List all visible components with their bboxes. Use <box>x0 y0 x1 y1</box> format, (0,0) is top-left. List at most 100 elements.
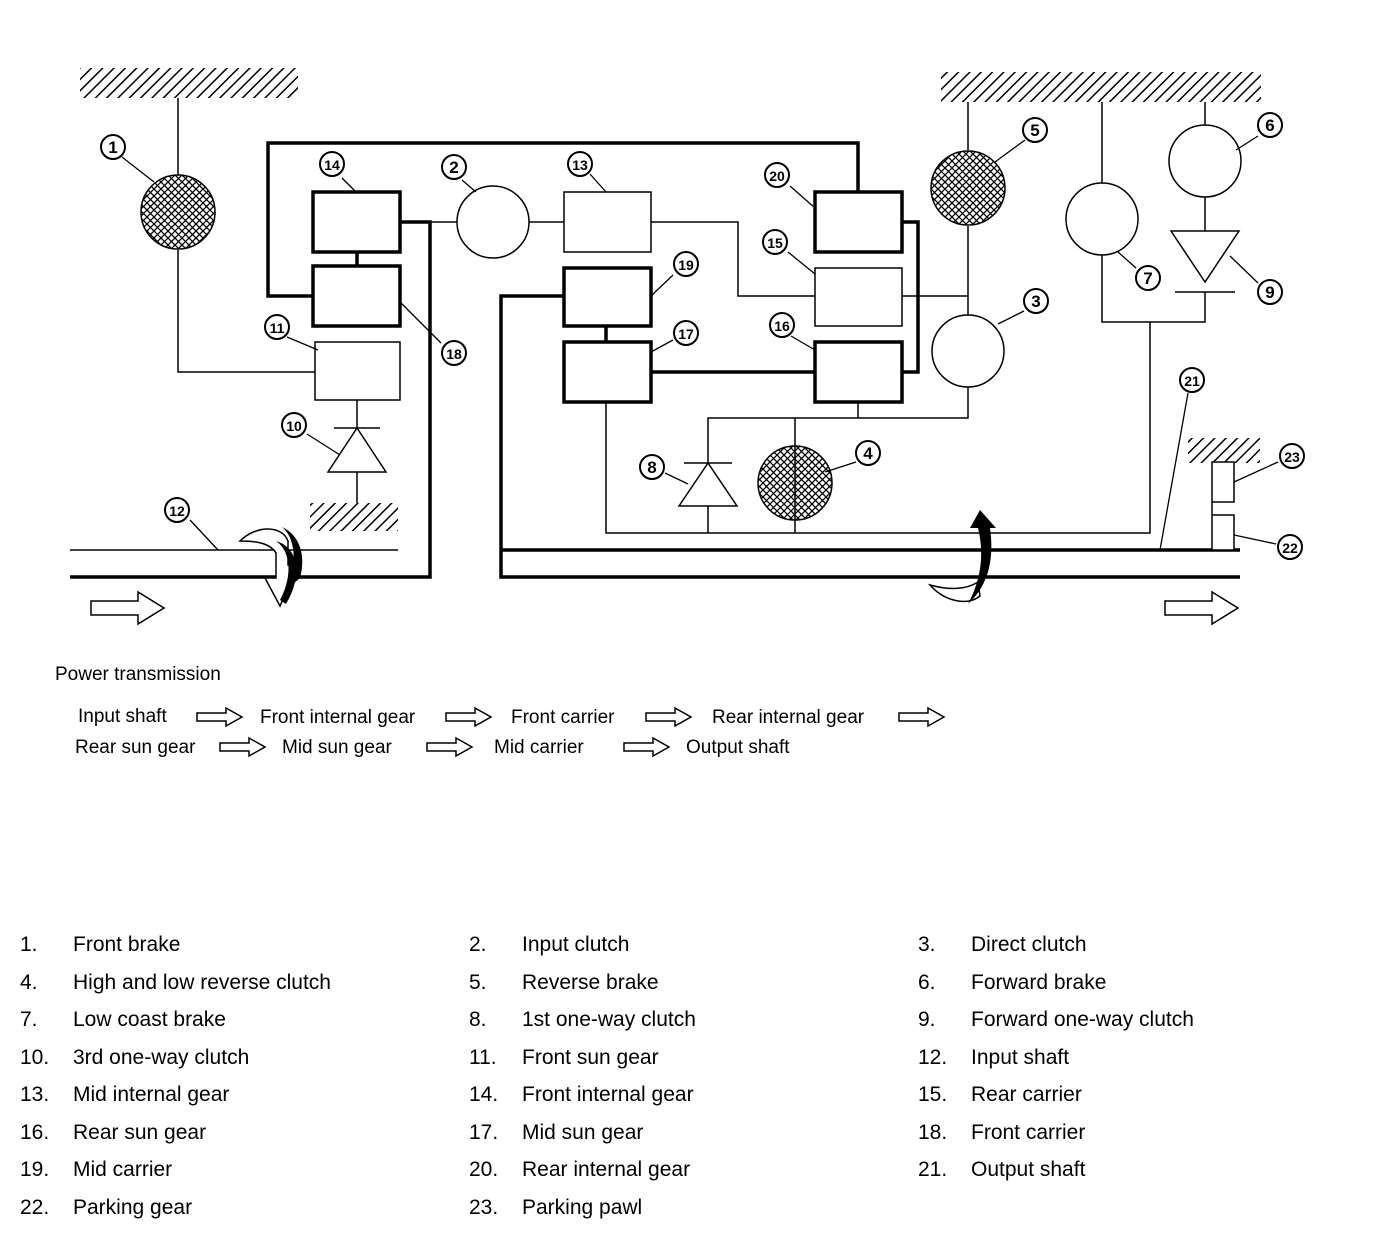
legend-number: 22. <box>20 1195 50 1219</box>
legend-label: High and low reverse clutch <box>73 970 331 994</box>
callout-14: 14 <box>319 151 345 177</box>
flow-step: Mid sun gear <box>282 737 392 758</box>
flow-step: Front carrier <box>511 707 615 728</box>
direct-clutch <box>931 314 1005 388</box>
legend-label: Forward brake <box>971 970 1107 994</box>
legend-label: Rear sun gear <box>73 1120 207 1144</box>
parking-gear <box>1211 514 1235 551</box>
legend-number: 11. <box>469 1045 497 1069</box>
svg-text:2: 2 <box>449 158 458 177</box>
legend-label: 3rd one-way clutch <box>73 1045 250 1069</box>
legend-number: 17. <box>469 1120 499 1144</box>
svg-text:7: 7 <box>1143 269 1152 288</box>
parking-pawl <box>1211 461 1235 503</box>
svg-text:17: 17 <box>678 326 694 342</box>
front-carrier <box>311 264 402 328</box>
legend-label: Parking gear <box>73 1195 193 1219</box>
output-flow-arrow <box>1164 590 1240 626</box>
legend-number: 5. <box>469 970 487 994</box>
svg-text:5: 5 <box>1030 121 1039 140</box>
legend-label: Input shaft <box>971 1045 1070 1069</box>
callout-5: 5 <box>1022 117 1048 143</box>
input-clutch <box>456 185 530 259</box>
callout-13: 13 <box>567 151 593 177</box>
legend-number: 3. <box>918 933 936 956</box>
legend-number: 4. <box>20 970 38 994</box>
low-coast-brake <box>1065 182 1139 256</box>
legend-label: Direct clutch <box>971 933 1087 956</box>
legend-number: 9. <box>918 1008 936 1031</box>
callout-17: 17 <box>673 320 699 346</box>
callout-16: 16 <box>769 312 795 338</box>
callout-15: 15 <box>762 229 788 255</box>
callout-3: 3 <box>1023 288 1049 314</box>
legend-label: Rear carrier <box>971 1083 1082 1106</box>
flow-arrow-icon <box>196 706 244 728</box>
legend-label: Mid sun gear <box>522 1120 644 1144</box>
callout-10: 10 <box>281 412 307 438</box>
svg-text:18: 18 <box>446 346 462 362</box>
legend-number: 10. <box>20 1045 50 1069</box>
flow-arrow-icon <box>219 736 267 758</box>
svg-text:12: 12 <box>169 503 185 519</box>
ground-hatch-front <box>80 68 298 98</box>
legend-number: 12. <box>918 1045 948 1069</box>
input-flow-arrow <box>90 590 166 626</box>
legend-number: 23. <box>469 1195 499 1219</box>
callout-6: 6 <box>1257 112 1283 138</box>
drum-lines <box>70 141 1240 579</box>
legend-label: Mid internal gear <box>73 1083 230 1106</box>
legend-label: Parking pawl <box>522 1195 643 1219</box>
legend-number: 20. <box>469 1158 499 1181</box>
legend-number: 13. <box>20 1083 50 1106</box>
legend-number: 21. <box>918 1158 948 1181</box>
rear-sun-gear <box>813 340 904 404</box>
callout-23: 23 <box>1279 443 1305 469</box>
mid-internal-gear <box>563 191 652 253</box>
svg-text:19: 19 <box>678 257 694 273</box>
flow-arrow-icon <box>426 736 474 758</box>
callout-21: 21 <box>1179 367 1205 393</box>
svg-text:21: 21 <box>1184 373 1200 389</box>
callout-4: 4 <box>855 440 881 466</box>
ground-hatch-parking <box>1188 438 1260 463</box>
legend-number: 1. <box>20 933 38 956</box>
leader-lines <box>121 135 1279 551</box>
callout-20: 20 <box>764 162 790 188</box>
svg-text:3: 3 <box>1031 292 1040 311</box>
svg-text:11: 11 <box>270 320 285 336</box>
rear-internal-gear <box>813 190 904 254</box>
legend-label: Front brake <box>73 933 181 956</box>
flow-arrow-icon <box>645 706 693 728</box>
legend-label: Front sun gear <box>522 1045 659 1069</box>
svg-text:6: 6 <box>1265 116 1274 135</box>
ground-hatch-low <box>310 503 398 531</box>
mid-carrier <box>562 266 653 328</box>
legend-label: Front internal gear <box>522 1083 694 1106</box>
legend-label: Output shaft <box>971 1158 1086 1181</box>
callout-11: 11 <box>264 314 290 340</box>
forward-brake <box>1168 124 1242 198</box>
legend-label: 1st one-way clutch <box>522 1008 696 1031</box>
legend-number: 19. <box>20 1158 50 1181</box>
legend-number: 7. <box>20 1008 38 1031</box>
legend-number: 8. <box>469 1008 487 1031</box>
svg-text:14: 14 <box>324 157 340 173</box>
svg-text:16: 16 <box>774 318 790 334</box>
svg-text:1: 1 <box>108 138 117 157</box>
legend-label: Reverse brake <box>522 970 659 994</box>
legend-label: Input clutch <box>522 933 630 956</box>
legend-label: Rear internal gear <box>522 1158 691 1181</box>
callout-9: 9 <box>1257 279 1283 305</box>
legend-number: 6. <box>918 970 936 994</box>
callout-22: 22 <box>1277 534 1303 560</box>
legend-label: Forward one-way clutch <box>971 1008 1194 1031</box>
flow-arrow-icon <box>898 706 946 728</box>
rear-carrier <box>814 267 903 327</box>
ground-hatch-rear <box>941 72 1261 102</box>
svg-text:13: 13 <box>572 157 588 173</box>
power-transmission-title: Power transmission <box>55 664 221 685</box>
legend-label: Low coast brake <box>73 1008 226 1031</box>
